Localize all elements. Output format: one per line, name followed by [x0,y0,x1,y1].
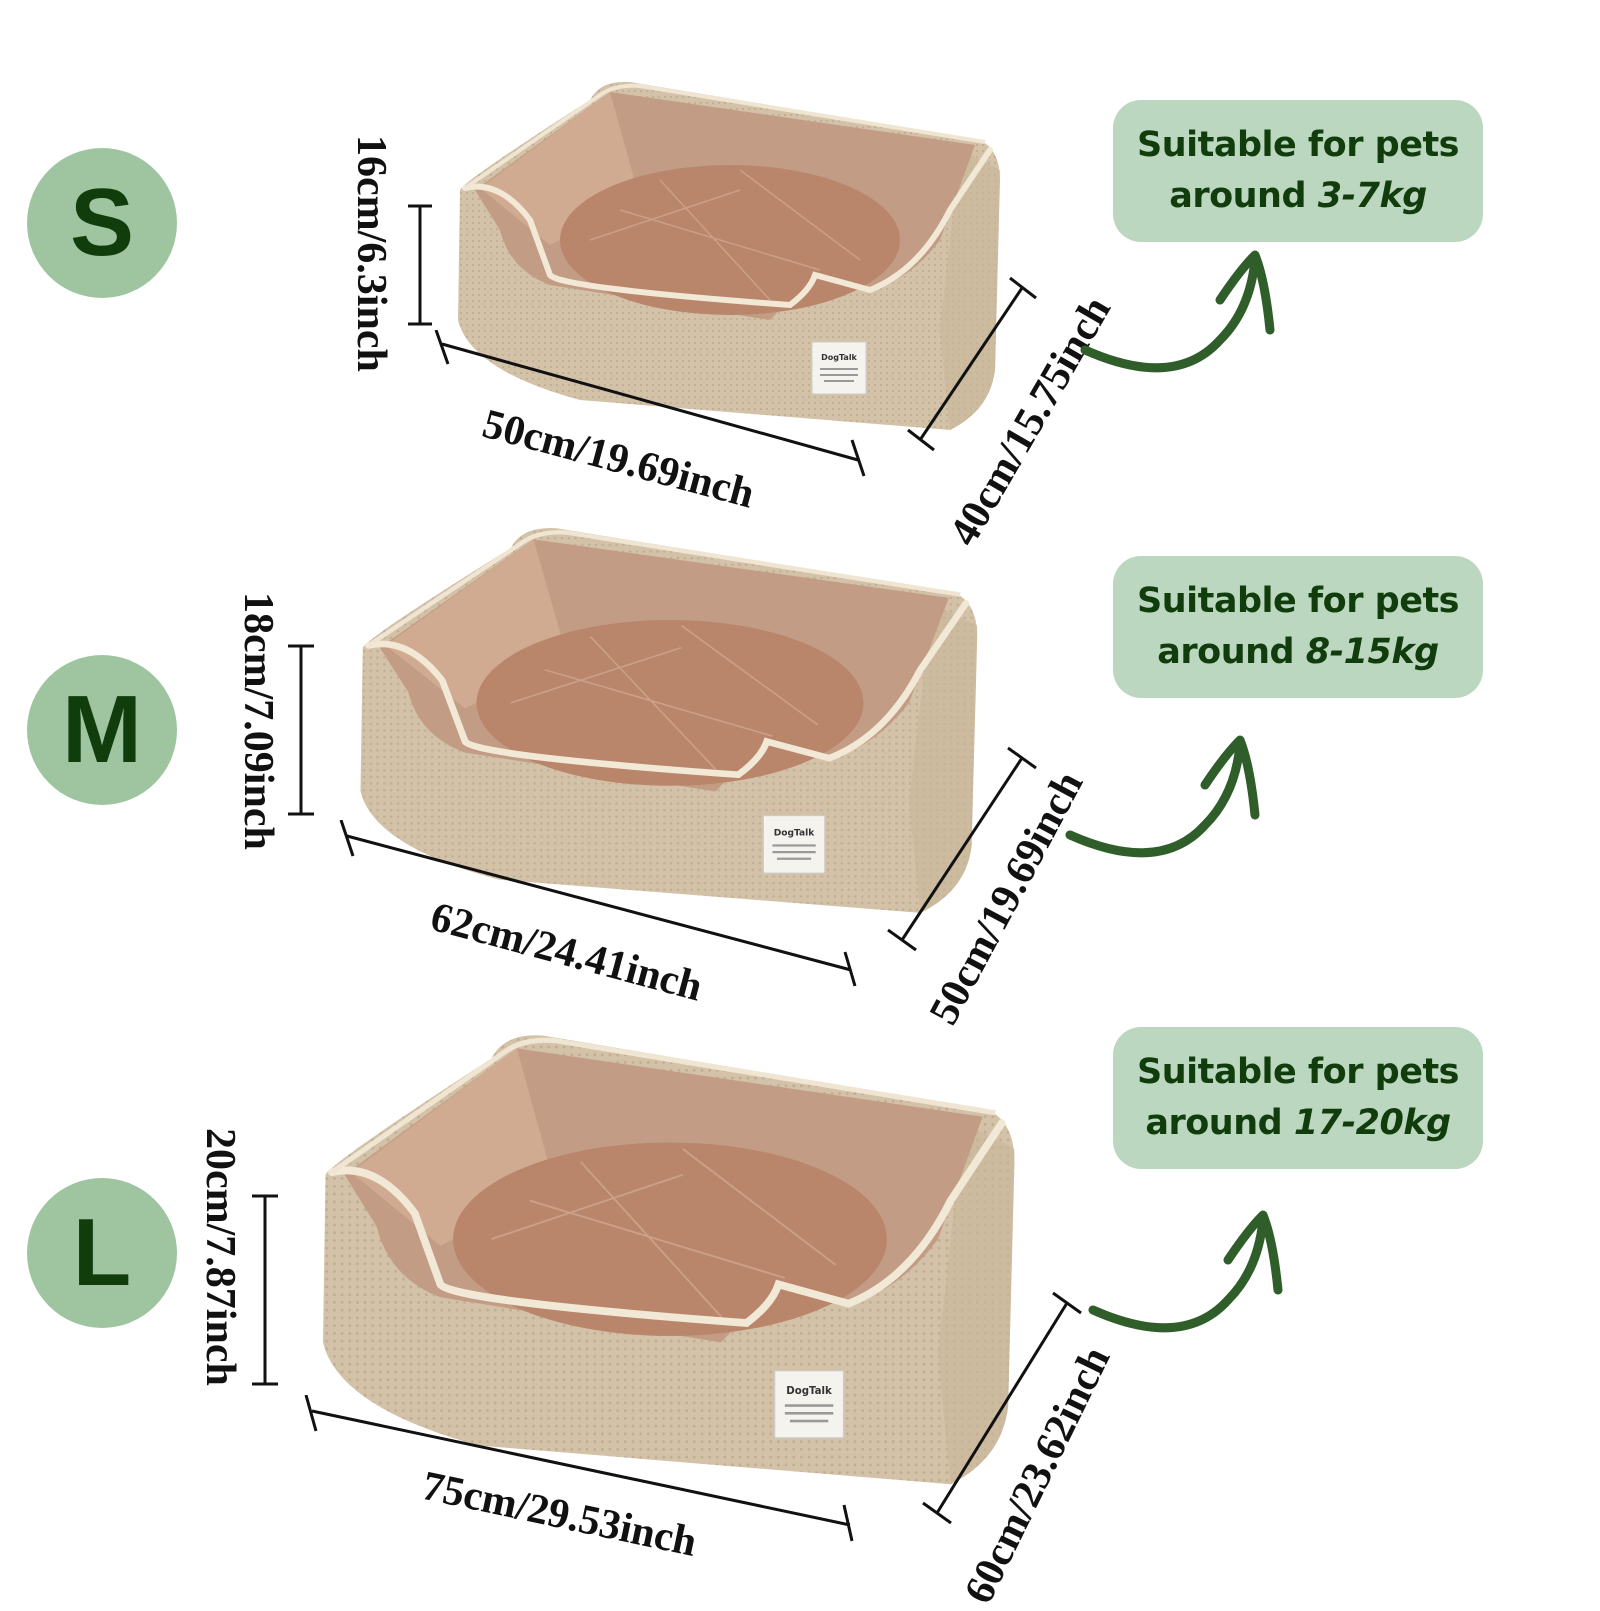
height-dimension-s: 16cm/6.3inch [348,135,394,372]
size-badge-m: M [27,655,177,805]
length-marker-l [304,1395,854,1542]
suitability-box-l: Suitable for pets around 17-20kg [1113,1027,1483,1169]
brand-label: DogTalk [774,829,816,839]
suitability-box-s: Suitable for pets around 3-7kg [1113,100,1483,242]
pet-bed-image-small: DogTalk [458,81,1000,431]
length-marker-m [339,820,857,987]
pet-bed-image-large: DogTalk [322,1035,1015,1485]
curved-arrow-icon [1088,1210,1283,1333]
brand-label: DogTalk [786,1385,833,1397]
size-letter: S [69,169,135,276]
size-letter: L [72,1199,132,1306]
width-marker-s [907,276,1037,452]
size-letter: M [62,676,142,783]
suitability-line2: around 3-7kg [1169,176,1428,216]
curved-arrow-icon [1065,735,1260,858]
weight-range: 8-15kg [1305,632,1439,672]
suitability-line1: Suitable for pets [1136,125,1460,166]
curved-arrow-icon [1080,250,1275,373]
height-dimension-m: 18cm/7.09inch [235,592,281,850]
suitability-line2: around 8-15kg [1157,632,1439,672]
width-marker-m [887,746,1037,952]
pet-bed-image-medium: DogTalk [360,528,978,913]
weight-range: 17-20kg [1293,1103,1451,1143]
suitability-line1: Suitable for pets [1136,581,1460,622]
height-dimension-l: 20cm/7.87inch [197,1128,243,1386]
height-marker-m [288,644,314,816]
height-marker-s [408,204,432,326]
height-marker-l [252,1194,278,1386]
suitability-line2: around 17-20kg [1145,1103,1451,1143]
brand-label: DogTalk [821,353,857,362]
size-badge-l: L [27,1178,177,1328]
length-marker-s [434,330,866,477]
suitability-box-m: Suitable for pets around 8-15kg [1113,556,1483,698]
weight-range: 3-7kg [1317,176,1428,216]
size-badge-s: S [27,148,177,298]
suitability-line1: Suitable for pets [1136,1052,1460,1093]
width-marker-l [922,1291,1082,1525]
